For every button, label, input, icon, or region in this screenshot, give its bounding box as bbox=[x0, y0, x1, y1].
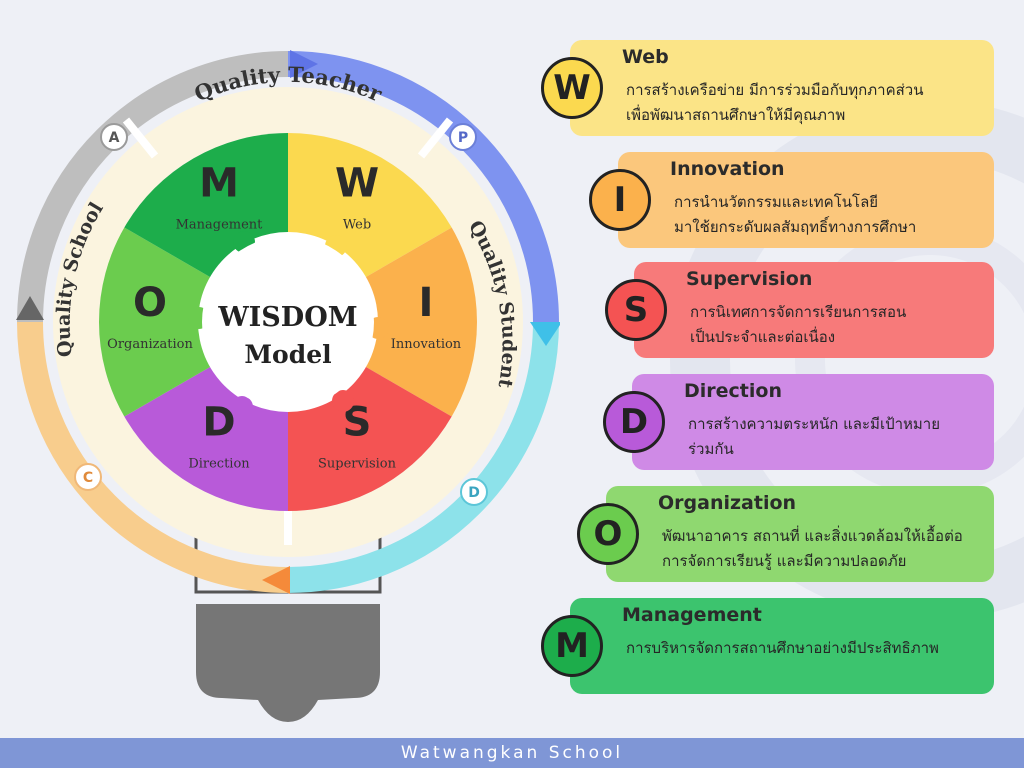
svg-text:A: A bbox=[109, 130, 120, 146]
card-title: Innovation bbox=[670, 158, 785, 180]
card-description: การนำนวัตกรรมและเทคโนโลยี มาใช้ยกระดับผล… bbox=[674, 193, 917, 236]
letter-badge-o: O bbox=[577, 503, 639, 565]
card-description: การสร้างความตระหนัก และมีเป้าหมาย ร่วมกั… bbox=[688, 415, 940, 458]
cycle-ring-c-segment bbox=[17, 321, 289, 593]
letter-badge-d: D bbox=[603, 391, 665, 453]
svg-text:C: C bbox=[83, 470, 93, 486]
letter-badge-s: S bbox=[605, 279, 667, 341]
cycle-letter-p: P bbox=[449, 123, 477, 151]
arrow-head-right-icon bbox=[530, 322, 560, 346]
svg-text:P: P bbox=[458, 130, 468, 146]
card-description: การนิเทศการจัดการเรียนการสอน เป็นประจำแล… bbox=[690, 303, 907, 346]
card-title: Organization bbox=[658, 492, 797, 514]
card-web: Web การสร้างเครือข่าย มีการร่วมมือกับทุกภ… bbox=[570, 40, 994, 136]
cycle-letter-d: D bbox=[460, 478, 488, 506]
card-description: การสร้างเครือข่าย มีการร่วมมือกับทุกภาคส… bbox=[626, 81, 924, 124]
footer-banner: Watwangkan School bbox=[0, 738, 1024, 768]
arrow-head-bottom-icon bbox=[262, 566, 290, 594]
pie-segment-label: Organization bbox=[107, 337, 193, 352]
card-innovation: Innovation การนำนวัตกรรมและเทคโนโลยี มาใช… bbox=[618, 152, 994, 248]
ring-divider bbox=[122, 117, 159, 159]
arrow-head-left-icon bbox=[16, 296, 44, 320]
center-circle-fill bbox=[202, 236, 374, 408]
card-organization: Organization พัฒนาอาคาร สถานที่ และสิ่งแว… bbox=[606, 486, 994, 582]
card-direction: Direction การสร้างความตระหนัก และมีเป้าหม… bbox=[632, 374, 994, 470]
card-title: Web bbox=[622, 46, 669, 68]
card-title: Direction bbox=[684, 380, 782, 402]
center-title: WISDOM bbox=[217, 302, 357, 333]
center-subtitle: Model bbox=[244, 340, 331, 369]
letter-badge-w: W bbox=[541, 57, 603, 119]
letter-badge-m: M bbox=[541, 615, 603, 677]
pie-segment-letter: W bbox=[335, 160, 379, 206]
pie-segment-letter: D bbox=[202, 400, 235, 446]
bulb-screw-cap bbox=[196, 604, 380, 722]
arrow-head-top-icon bbox=[290, 50, 318, 78]
pie-segment-label: Direction bbox=[188, 457, 250, 472]
cycle-letter-a: A bbox=[100, 123, 128, 151]
pie-segment-label: Innovation bbox=[391, 337, 462, 352]
svg-text:D: D bbox=[468, 485, 480, 501]
pie-segment-label: Web bbox=[343, 217, 371, 232]
cycle-letter-c: C bbox=[74, 463, 102, 491]
ring-divider bbox=[417, 117, 454, 159]
card-title: Management bbox=[622, 604, 762, 626]
pie-segment-letter: O bbox=[133, 280, 167, 326]
pie-segment-letter: I bbox=[419, 280, 434, 326]
card-supervision: Supervision การนิเทศการจัดการเรียนการสอน … bbox=[634, 262, 994, 358]
pie-segment-letter: M bbox=[199, 160, 239, 206]
letter-badge-i: I bbox=[589, 169, 651, 231]
wisdom-lightbulb-diagram: Quality Teacher Quality Student Quality … bbox=[16, 50, 560, 722]
card-description: พัฒนาอาคาร สถานที่ และสิ่งแวดล้อมให้เอื้… bbox=[662, 527, 963, 570]
pie-segment-label: Management bbox=[176, 217, 264, 232]
card-management: Management การบริหารจัดการสถานศึกษาอย่างม… bbox=[570, 598, 994, 694]
card-title: Supervision bbox=[686, 268, 813, 290]
card-description: การบริหารจัดการสถานศึกษาอย่างมีประสิทธิภ… bbox=[626, 639, 939, 657]
pie-segment-label: Supervision bbox=[318, 457, 397, 472]
